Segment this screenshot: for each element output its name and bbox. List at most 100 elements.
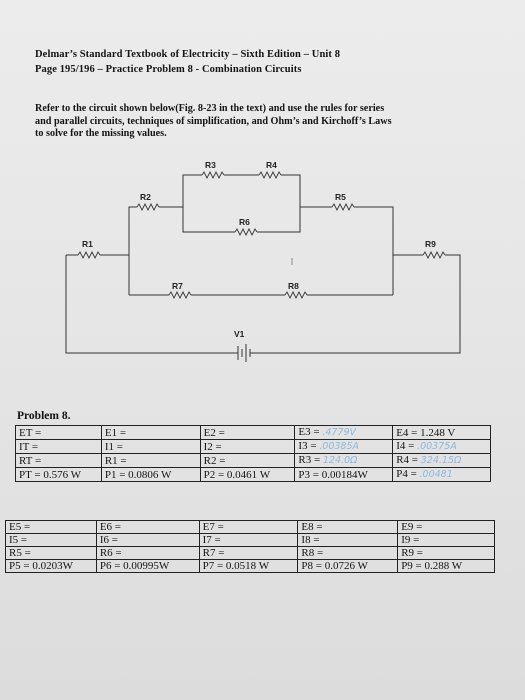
value-cell: P4 = .00481 <box>392 467 491 482</box>
handwritten-answer: 124.0Ω <box>322 455 358 466</box>
cell-label: I5 = <box>9 534 28 546</box>
resistor-r5 <box>331 202 355 212</box>
value-cell: I3 = .00385A <box>294 439 394 454</box>
value-cell: I1 = <box>100 439 201 454</box>
cell-label: E4 = 1.248 V <box>396 426 456 439</box>
cell-label: P7 = 0.0518 W <box>202 560 270 572</box>
cell-label: I8 = <box>301 534 320 546</box>
label-r3: R3 <box>205 160 216 170</box>
value-cell: I2 = <box>199 439 296 454</box>
label-r9: R9 <box>425 239 436 249</box>
value-cell: I6 = <box>95 533 200 547</box>
value-cell: E7 = <box>198 520 299 534</box>
value-cell: E3 = .4779V <box>294 425 394 440</box>
value-cell: E8 = <box>297 520 399 534</box>
cell-label: I3 = <box>298 440 317 453</box>
handwritten-answer: .00375A <box>417 441 457 452</box>
handwritten-answer: .00481 <box>419 469 453 480</box>
cell-label: R2 = <box>203 454 226 467</box>
table-row: P5 = 0.0203W P6 = 0.00995W P7 = 0.0518 W P8… <box>5 559 495 573</box>
battery-v1 <box>234 344 256 362</box>
instructions: Refer to the circuit shown below(Fig. 8-… <box>35 103 495 141</box>
value-cell: E6 = <box>95 520 200 534</box>
resistor-symbols <box>77 170 446 300</box>
value-cell: R4 = 324.15Ω <box>392 453 491 468</box>
value-cell: P9 = 0.288 W <box>397 559 495 573</box>
values-table-body: E5 =E6 =E7 =E8 = E9 = I5 = I6 = I7 = I8 = I9 =… <box>5 520 495 573</box>
value-cell: E1 = <box>100 425 201 440</box>
value-cell: I4 = .00375A <box>392 439 491 454</box>
cell-label: E3 = <box>298 426 320 439</box>
cell-label: RT = <box>19 454 42 467</box>
instructions-line: to solve for the missing values. <box>35 128 167 140</box>
label-v1: V1 <box>234 329 245 339</box>
cell-label: I6 = <box>99 534 118 546</box>
cell-label: R4 = <box>396 454 418 467</box>
value-cell: E2 = <box>199 425 296 440</box>
cell-label: E9 = <box>401 521 423 533</box>
resistor-r8 <box>284 290 308 300</box>
value-cell: I8 = <box>297 533 399 547</box>
value-cell: P5 = 0.0203W <box>5 559 97 573</box>
value-cell: P1 = 0.0806 W <box>100 467 201 482</box>
table-row: R5 = R6 = R7 = R8 = R9 = <box>5 546 495 560</box>
values-table-2: E5 =E6 =E7 =E8 = E9 = I5 = I6 = I7 = I8 = I9 =… <box>5 520 495 573</box>
problem-reference: Page 195/196 – Practice Problem 8 - Comb… <box>35 64 302 75</box>
cell-label: PT = 0.576 W <box>19 468 82 481</box>
cell-label: R5 = <box>9 547 31 559</box>
resistor-r6 <box>234 227 258 237</box>
value-cell: P8 = 0.0726 W <box>297 559 399 573</box>
cell-label: R3 = <box>298 454 321 467</box>
cell-label: R9 = <box>401 547 423 559</box>
value-cell: R6 = <box>95 546 200 560</box>
cell-label: E8 = <box>301 521 323 533</box>
resistor-r9 <box>422 250 446 260</box>
value-cell: R8 = <box>297 546 399 560</box>
value-cell: I7 = <box>198 533 299 547</box>
cell-label: R8 = <box>301 547 324 559</box>
problem-title: Problem 8. <box>17 410 71 422</box>
label-r4: R4 <box>266 160 277 170</box>
handwritten-answer: .00385A <box>319 441 360 452</box>
value-cell: PT = 0.576 W <box>15 467 102 482</box>
value-cell: P6 = 0.00995W <box>95 559 200 573</box>
cell-label: IT = <box>19 440 39 453</box>
cell-label: E1 = <box>104 426 127 439</box>
cell-label: I9 = <box>401 534 420 546</box>
cell-label: E2 = <box>203 426 225 439</box>
cell-label: P6 = 0.00995W <box>99 560 170 572</box>
label-r6: R6 <box>239 217 250 227</box>
cell-label: P9 = 0.288 W <box>401 560 463 572</box>
value-cell: R2 = <box>199 453 296 468</box>
instructions-line: Refer to the circuit shown below(Fig. 8-… <box>35 103 385 114</box>
value-cell: P7 = 0.0518 W <box>198 559 299 573</box>
label-r5: R5 <box>335 192 346 202</box>
textbook-title: Delmar’s Standard Textbook of Electricit… <box>35 49 341 60</box>
value-cell: R5 = <box>5 546 97 560</box>
value-cell: I5 = <box>5 533 97 547</box>
cell-label: R1 = <box>104 454 127 467</box>
cell-label: R6 = <box>99 547 122 559</box>
label-r2: R2 <box>140 192 151 202</box>
cell-label: ET = <box>19 426 42 439</box>
cell-label: I1 = <box>104 440 123 453</box>
instructions-line: and parallel circuits, techniques of sim… <box>35 115 392 127</box>
value-cell: ET = <box>15 425 102 440</box>
handwritten-answer: 324.15Ω <box>420 455 462 466</box>
cell-label: P4 = <box>396 468 417 481</box>
label-r8: R8 <box>288 281 299 291</box>
value-cell: E5 = <box>5 520 97 534</box>
value-cell: P3 = 0.00184W <box>294 467 394 482</box>
cell-label: I2 = <box>203 440 222 453</box>
resistor-r3 <box>201 170 225 180</box>
cell-label: R7 = <box>202 547 225 559</box>
cell-label: I7 = <box>202 534 221 546</box>
cell-label: P5 = 0.0203W <box>9 560 73 572</box>
value-cell: R1 = <box>100 453 201 468</box>
resistor-r4 <box>258 170 282 180</box>
resistor-r2 <box>136 202 160 212</box>
